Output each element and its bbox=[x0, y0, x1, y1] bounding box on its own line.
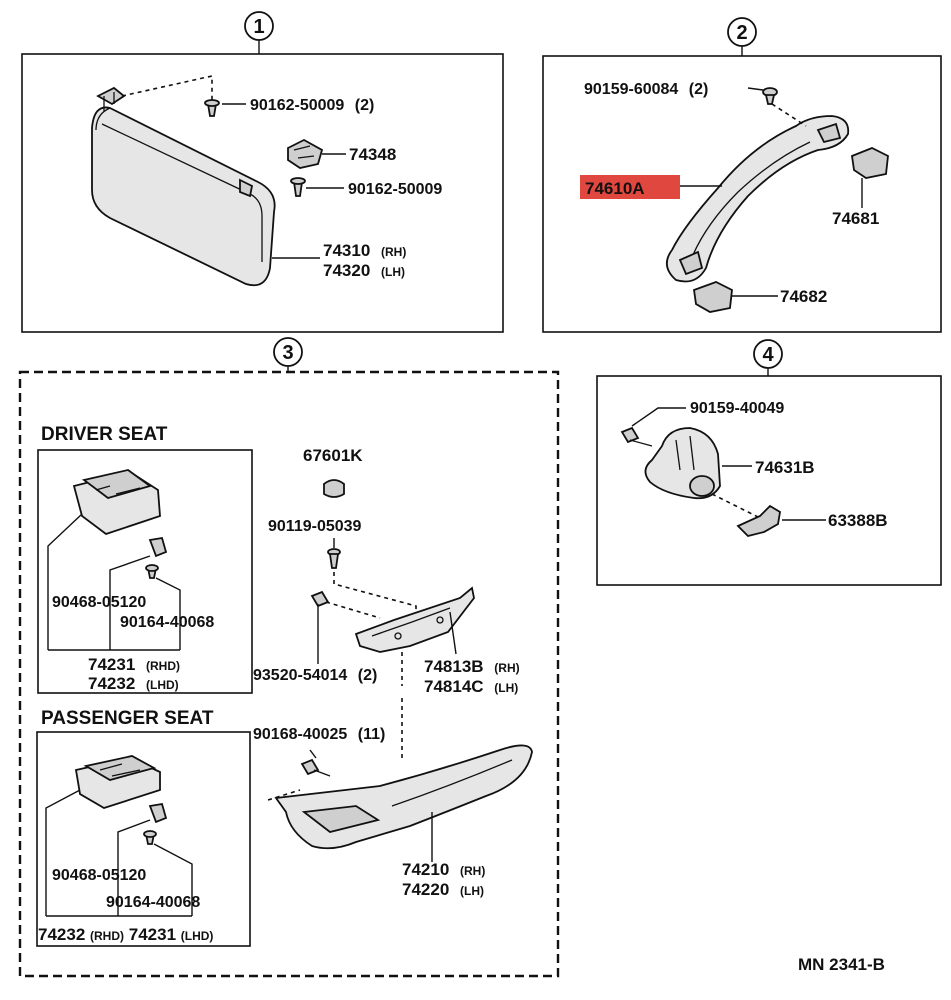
passenger-screw-number: 90468-05120 bbox=[52, 867, 146, 884]
driver-clip-number: 90164-40068 bbox=[120, 614, 214, 631]
screw-icon bbox=[310, 590, 330, 608]
part-74320-suffix: (LH) bbox=[381, 265, 405, 279]
svg-text:74210 (RH): 74210 (RH) bbox=[402, 860, 485, 879]
driver-switch-drawing bbox=[47, 469, 181, 651]
part-74814C-number: 74814C bbox=[424, 677, 484, 696]
part-93520-54014-qty: (2) bbox=[358, 667, 378, 684]
passenger-seat-frame bbox=[36, 731, 251, 947]
part-63388B-number: 63388B bbox=[828, 511, 888, 530]
passenger-switch-lhd-suffix: (LHD) bbox=[181, 929, 214, 943]
part-74610A-highlight bbox=[580, 175, 680, 199]
section-4-frame bbox=[596, 375, 942, 586]
part-74348-number: 74348 bbox=[349, 145, 396, 164]
section-2: 2 90159-60084 (2) 74610A bbox=[542, 17, 942, 333]
sun-visor-drawing bbox=[91, 75, 324, 287]
clip-icon bbox=[148, 802, 168, 824]
driver-screw-number: 90468-05120 bbox=[52, 594, 146, 611]
part-90168-40025-number: 90168-40025 bbox=[253, 726, 347, 743]
driver-switch-lhd-number: 74232 bbox=[88, 674, 135, 693]
armrest-icon bbox=[274, 744, 533, 850]
svg-text:74231 (RHD): 74231 (RHD) bbox=[88, 655, 180, 674]
part-74220-number: 74220 bbox=[402, 880, 449, 899]
part-74631B-number: 74631B bbox=[755, 458, 815, 477]
section-3: 3 DRIVER SEAT 90468-05120 90164-40068 74… bbox=[18, 337, 560, 978]
section-3-frame bbox=[18, 370, 560, 978]
part-67601K-number: 67601K bbox=[303, 446, 363, 465]
part-74610A-number[interactable]: 74610A bbox=[585, 179, 645, 198]
bracket-icon bbox=[736, 504, 781, 537]
svg-text:74232 (RHD) 74231: 74232 (RHD) 74231 (LHD) bbox=[38, 925, 213, 944]
part-90162-50009-number: 90162-50009 bbox=[250, 97, 344, 114]
section-4: 4 90159-40049 74631B 63388B bbox=[596, 339, 942, 586]
part-90159-60084-qty: (2) bbox=[689, 81, 709, 98]
driver-switch-rhd-number: 74231 bbox=[88, 655, 135, 674]
section-1-frame bbox=[21, 53, 504, 333]
screw-icon bbox=[204, 99, 220, 117]
part-74310-suffix: (RH) bbox=[381, 245, 406, 259]
section-4-number: 4 bbox=[762, 344, 774, 366]
part-74813B-number: 74813B bbox=[424, 657, 484, 676]
svg-text:74814C (LH): 74814C (LH) bbox=[424, 677, 518, 696]
screw-icon bbox=[300, 758, 331, 777]
screw-icon bbox=[762, 87, 778, 105]
part-74210-number: 74210 bbox=[402, 860, 449, 879]
assist-grip-drawing bbox=[666, 87, 889, 313]
part-74682-number: 74682 bbox=[780, 287, 827, 306]
part-74813B-suffix: (RH) bbox=[494, 661, 519, 675]
grip-cap-icon bbox=[693, 281, 733, 313]
part-74210-suffix: (RH) bbox=[460, 864, 485, 878]
passenger-seat-heading: PASSENGER SEAT bbox=[41, 708, 214, 729]
section-2-frame bbox=[542, 55, 942, 333]
clip-icon bbox=[148, 536, 168, 558]
part-74310-number: 74310 bbox=[323, 241, 370, 260]
diagram-reference-code: MN 2341-B bbox=[798, 955, 885, 974]
section-2-number: 2 bbox=[736, 22, 747, 44]
armrest-bracket-icon bbox=[354, 586, 475, 653]
passenger-switch-rhd-suffix: (RHD) bbox=[90, 929, 124, 943]
passenger-switch-lhd-number: 74231 bbox=[129, 925, 176, 944]
passenger-clip-number: 90164-40068 bbox=[106, 894, 200, 911]
armrest-assembly-drawing bbox=[267, 479, 533, 862]
driver-switch-lhd-suffix: (LHD) bbox=[146, 678, 179, 692]
part-90162-50009-b-number: 90162-50009 bbox=[348, 181, 442, 198]
section-1-number: 1 bbox=[253, 16, 264, 38]
svg-text:90168-40025 (11): 90168-40025 (11) bbox=[253, 726, 385, 743]
passenger-switch-drawing bbox=[45, 755, 193, 917]
passenger-switch-rhd-number: 74232 bbox=[38, 925, 85, 944]
part-90159-60084-number: 90159-60084 bbox=[584, 81, 678, 98]
part-74320-number: 74320 bbox=[323, 261, 370, 280]
grip-cap-icon bbox=[851, 147, 889, 179]
part-90162-50009-qty: (2) bbox=[355, 97, 375, 114]
cap-icon bbox=[323, 479, 345, 498]
coat-hook-drawing bbox=[620, 426, 781, 537]
svg-text:90159-60084 (2): 90159-60084 (2) bbox=[584, 81, 708, 98]
driver-switch-rhd-suffix: (RHD) bbox=[146, 659, 180, 673]
part-93520-54014-number: 93520-54014 bbox=[253, 667, 347, 684]
part-90119-05039-number: 90119-05039 bbox=[268, 518, 362, 535]
svg-text:93520-54014 (2): 93520-54014 (2) bbox=[253, 667, 377, 684]
svg-text:90162-50009 (2): 90162-50009 (2) bbox=[250, 97, 374, 114]
svg-text:74232 (LHD): 74232 (LHD) bbox=[88, 674, 179, 693]
driver-seat-heading: DRIVER SEAT bbox=[41, 424, 168, 445]
svg-text:74310 (RH): 74310 (RH) bbox=[323, 241, 406, 260]
part-74681-number: 74681 bbox=[832, 209, 879, 228]
svg-text:74220 (LH): 74220 (LH) bbox=[402, 880, 484, 899]
section-1: 1 bbox=[21, 11, 504, 333]
svg-text:74320 (LH): 74320 (LH) bbox=[323, 261, 405, 280]
part-90159-40049-number: 90159-40049 bbox=[690, 400, 784, 417]
visor-holder-icon bbox=[287, 138, 324, 169]
driver-seat-frame bbox=[37, 449, 253, 694]
part-74220-suffix: (LH) bbox=[460, 884, 484, 898]
screw-icon bbox=[620, 426, 653, 447]
part-90168-40025-qty: (11) bbox=[358, 726, 386, 743]
part-74814C-suffix: (LH) bbox=[494, 681, 518, 695]
screw-icon bbox=[327, 548, 341, 569]
screw-icon bbox=[290, 177, 306, 197]
svg-text:74813B (RH): 74813B (RH) bbox=[424, 657, 520, 676]
section-3-number: 3 bbox=[282, 342, 293, 364]
